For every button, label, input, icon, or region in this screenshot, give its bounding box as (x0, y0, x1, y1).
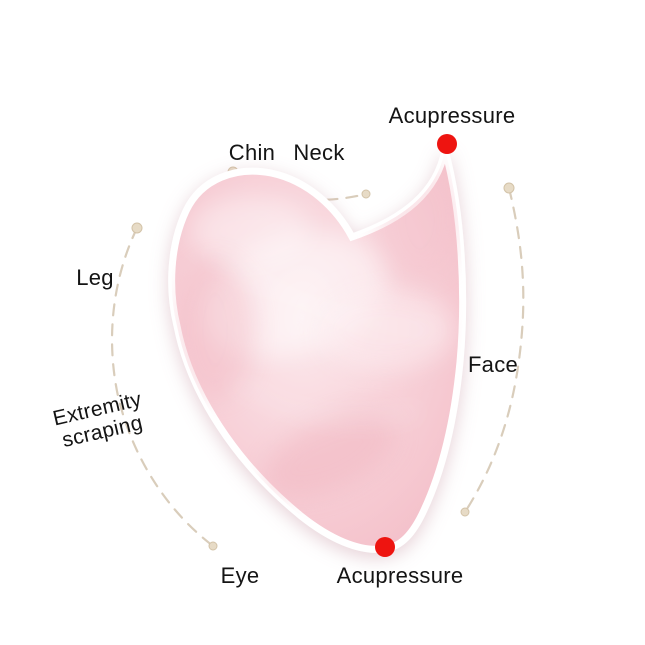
connector-left-side (110, 226, 215, 548)
connector-face-right (463, 186, 525, 514)
label-eye: Eye (220, 563, 260, 588)
gua-sha-stone (168, 149, 467, 553)
acupressure-point-top-marker (437, 134, 457, 154)
label-acupressure-bottom: Acupressure (336, 563, 464, 588)
label-neck: Neck (293, 140, 345, 165)
label-acupressure-top: Acupressure (388, 103, 516, 128)
label-chin: Chin (228, 140, 276, 165)
label-face: Face (467, 352, 519, 377)
label-leg: Leg (76, 265, 114, 290)
acupressure-point-bottom-marker (375, 537, 395, 557)
